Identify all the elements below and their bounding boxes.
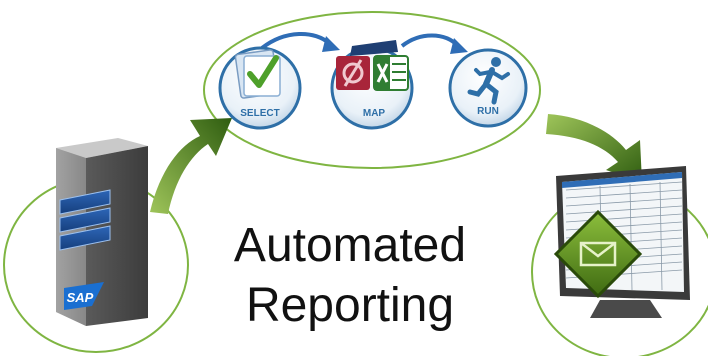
arrow-select-to-map <box>260 31 340 52</box>
sap-label: SAP <box>67 290 94 305</box>
arrow-source-to-process <box>150 118 232 214</box>
step-label-run: RUN <box>477 106 499 117</box>
monitor-email-icon <box>553 166 690 318</box>
email-icon <box>553 209 643 299</box>
step-label-map: MAP <box>363 108 386 119</box>
title-line-1: Automated <box>233 219 467 272</box>
arrow-process-to-output <box>546 114 642 182</box>
step-map: MAP <box>330 40 414 130</box>
server-icon: SAP <box>56 138 148 326</box>
access-excel-icon <box>336 40 409 91</box>
arrow-map-to-run <box>400 33 468 54</box>
checkmark-document-icon <box>234 49 281 99</box>
running-person-icon <box>467 57 510 105</box>
step-select: SELECT <box>218 46 302 130</box>
sap-logo: SAP <box>64 282 104 310</box>
step-label-select: SELECT <box>240 108 279 119</box>
step-run: RUN <box>448 48 528 128</box>
title-line-2: Reporting <box>245 279 455 332</box>
